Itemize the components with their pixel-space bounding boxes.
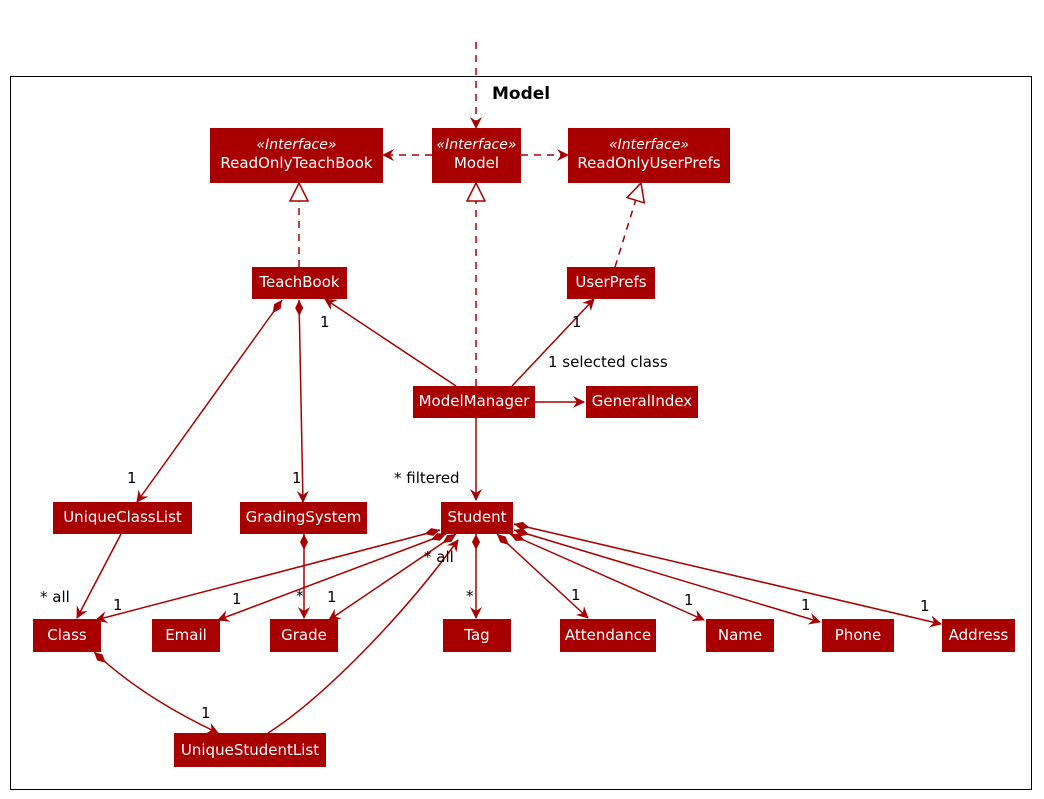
label-all-classes: * all [40,588,70,606]
class-class[interactable]: Class [33,619,101,652]
class-userprefs[interactable]: UserPrefs [567,267,655,299]
class-name: ReadOnlyTeachBook [220,154,373,172]
class-name-box[interactable]: Name [706,619,774,652]
class-readonlyuserprefs[interactable]: «Interface» ReadOnlyUserPrefs [568,128,730,183]
class-attendance[interactable]: Attendance [560,619,656,652]
mult-grade: 1 [327,588,337,606]
class-gradingsystem[interactable]: GradingSystem [240,502,367,534]
edge-teachbook-gradingsystem [295,299,309,503]
class-phone[interactable]: Phone [822,619,894,652]
class-uniqueclasslist[interactable]: UniqueClassList [53,502,192,534]
class-student[interactable]: Student [441,502,513,534]
mult-teachbook: 1 [320,313,330,331]
mult-name: 1 [684,591,694,609]
class-email[interactable]: Email [152,619,220,652]
edge-student-grade [328,533,457,621]
class-teachbook[interactable]: TeachBook [252,267,347,299]
mult-class: 1 [113,596,123,614]
class-uniquestudentlist[interactable]: UniqueStudentList [174,733,326,767]
package-title: Model [492,84,551,104]
mult-phone: 1 [801,596,811,614]
label-selected-class: 1 selected class [548,353,668,371]
edge-modelmanager-teachbook [324,298,457,387]
mult-uniquestudentlist: 1 [201,704,211,722]
mult-userprefs: 1 [572,313,582,331]
mult-uniqueclasslist: 1 [127,469,137,487]
label-filtered: * filtered [394,469,460,487]
stereotype-label: «Interface» [256,137,337,153]
stereotype-label: «Interface» [436,137,517,153]
class-readonlyteachbook[interactable]: «Interface» ReadOnlyTeachBook [210,128,383,183]
edge-class-uniquestudentlist [93,651,219,734]
class-model[interactable]: «Interface» Model [432,128,521,183]
stereotype-label: «Interface» [609,137,689,153]
mult-address: 1 [920,597,930,615]
label-all-students: * all [424,548,454,566]
class-tag[interactable]: Tag [443,619,511,652]
edge-uniquestudentlist-student [267,539,459,734]
star-grade: * [296,587,304,605]
edge-student-address [513,521,942,628]
edge-userprefs-realizes [614,183,641,268]
class-name: ReadOnlyUserPrefs [577,154,721,172]
model-package-frame [10,76,1032,790]
class-grade[interactable]: Grade [270,619,338,652]
class-address[interactable]: Address [942,619,1015,652]
mult-attendance: 1 [571,586,581,604]
class-generalindex[interactable]: GeneralIndex [586,386,698,418]
star-tag: * [466,587,474,605]
edge-modelmanager-userprefs [511,298,595,387]
class-name: Model [453,154,500,172]
mult-email: 1 [232,590,242,608]
mult-gradingsystem: 1 [292,469,302,487]
class-modelmanager[interactable]: ModelManager [413,386,535,418]
edge-teachbook-uniqueclasslist [136,299,283,503]
